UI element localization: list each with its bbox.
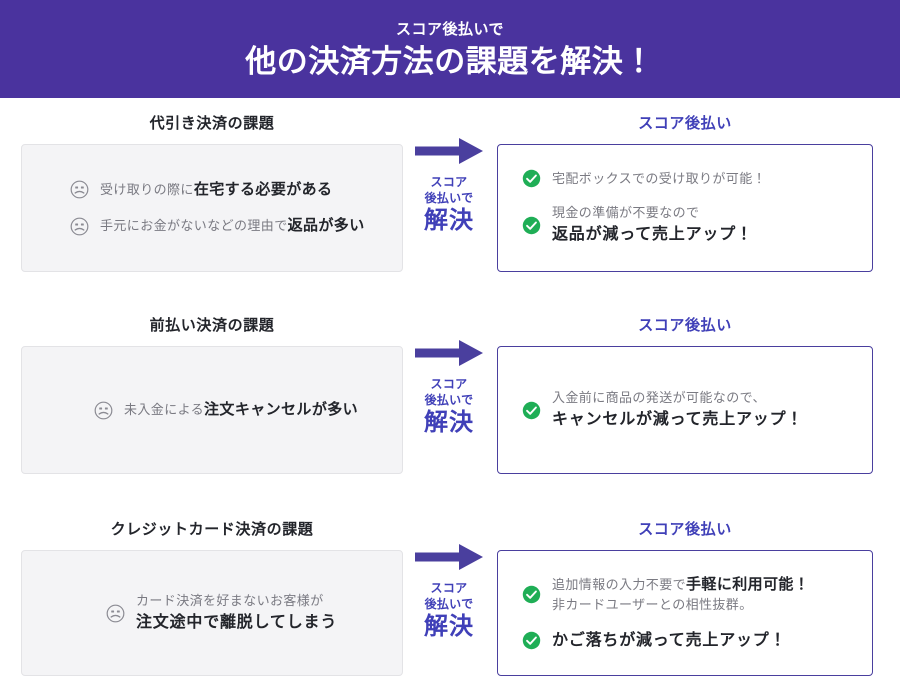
solution-heading: スコア後払い — [638, 521, 732, 538]
text-line: キャンセルが減って売上アップ！ — [552, 410, 804, 428]
list-item: 手元にお金がないなどの理由で返品が多い — [22, 215, 402, 238]
list-item-text: 現金の準備が不要なので 返品が減って売上アップ！ — [552, 204, 753, 246]
check-circle-icon — [522, 216, 541, 235]
solution-box: 入金前に商品の発送が可能なので、 キャンセルが減って売上アップ！ — [497, 346, 873, 474]
list-item: かご落ちが減って売上アップ！ — [498, 629, 872, 652]
solution-box: 宅配ボックスでの受け取りが可能！ 現金の準備が不要なので 返品が減って売上アップ… — [497, 144, 873, 272]
list-item: 宅配ボックスでの受け取りが可能！ — [498, 169, 872, 188]
header-kicker: スコア後払いで — [395, 20, 505, 38]
text-line: 宅配ボックスでの受け取りが可能！ — [552, 170, 767, 186]
check-circle-icon — [522, 585, 541, 604]
connector-label-line2: 後払いで — [424, 393, 474, 408]
list-item-text: 手元にお金がないなどの理由で返品が多い — [100, 215, 365, 238]
check-circle-icon — [522, 401, 541, 419]
connector-label-line2: 後払いで — [424, 597, 474, 612]
connector-solve-text: 解決 — [424, 613, 474, 641]
solution-heading: スコア後払い — [638, 115, 732, 132]
connector-label-line2: 後払いで — [424, 191, 474, 206]
text-line: 非カードユーザーとの相性抜群。 — [552, 597, 753, 613]
connector-column: スコア 後払いで 解決 — [404, 138, 494, 235]
list-item: 入金前に商品の発送が可能なので、 キャンセルが減って売上アップ！ — [498, 389, 872, 431]
list-item-text: カード決済を好まないお客様が 注文途中で離脱してしまう — [136, 592, 337, 634]
arrow-right-icon — [415, 544, 483, 570]
connector-label-line1: スコア — [430, 581, 468, 595]
list-item-text: かご落ちが減って売上アップ！ — [552, 629, 786, 652]
check-circle-icon — [522, 631, 541, 650]
connector-solve-text: 解決 — [424, 207, 474, 235]
list-item: 現金の準備が不要なので 返品が減って売上アップ！ — [498, 204, 872, 246]
list-item: カード決済を好まないお客様が 注文途中で離脱してしまう — [22, 592, 402, 634]
header-banner: スコア後払いで 他の決済方法の課題を解決！ — [0, 0, 900, 98]
text-line: 現金の準備が不要なので — [552, 205, 700, 221]
list-item-text: 受け取りの際に在宅する必要がある — [100, 179, 332, 202]
connector-label: スコア 後払いで — [425, 580, 474, 612]
connector-solve-text: 解決 — [424, 409, 474, 437]
text-line: 入金前に商品の発送が可能なので、 — [552, 389, 766, 405]
solution-box: 追加情報の入力不要で手軽に利用可能！ 非カードユーザーとの相性抜群。 かご落ちが… — [497, 550, 873, 676]
connector-label-line1: スコア — [430, 377, 468, 391]
connector-label: スコア 後払いで — [425, 376, 474, 408]
arrow-right-icon — [415, 138, 483, 164]
arrow-right-icon — [415, 340, 483, 366]
text-line: 受け取りの際に在宅する必要がある — [100, 180, 333, 198]
frowning-face-icon — [106, 604, 125, 622]
text-line: 未入金による注文キャンセルが多い — [124, 400, 359, 418]
page-title: 他の決済方法の課題を解決！ — [245, 43, 655, 79]
text-line: 返品が減って売上アップ！ — [552, 226, 753, 244]
comparison-row-credit-card: クレジットカード決済の課題 スコア後払い カード決済を好まないお客様が 注文途中… — [0, 504, 900, 700]
list-item: 受け取りの際に在宅する必要がある — [22, 179, 402, 202]
list-item-text: 未入金による注文キャンセルが多い — [124, 399, 358, 422]
problem-heading: 代引き決済の課題 — [149, 115, 275, 132]
frowning-face-icon — [70, 217, 89, 236]
text-line: 注文途中で離脱してしまう — [136, 613, 338, 631]
frowning-face-icon — [70, 180, 89, 199]
problem-box: カード決済を好まないお客様が 注文途中で離脱してしまう — [21, 550, 403, 676]
text-line: かご落ちが減って売上アップ！ — [552, 632, 787, 650]
comparison-row-daibiki: 代引き決済の課題 スコア後払い 受け取りの際に在宅する必要がある — [0, 98, 900, 298]
text-line: 追加情報の入力不要で手軽に利用可能！ — [552, 575, 810, 593]
problem-box: 受け取りの際に在宅する必要がある 手元にお金がないなどの理由で返品が多い — [21, 144, 403, 272]
list-item: 未入金による注文キャンセルが多い — [22, 399, 402, 422]
comparison-row-maebarai: 前払い決済の課題 スコア後払い 未入金による注文キャンセルが多い スコア — [0, 300, 900, 502]
list-item-text: 宅配ボックスでの受け取りが可能！ — [552, 170, 766, 189]
list-item-text: 追加情報の入力不要で手軽に利用可能！ 非カードユーザーとの相性抜群。 — [552, 574, 809, 615]
problem-heading: 前払い決済の課題 — [149, 317, 275, 334]
list-item-text: 入金前に商品の発送が可能なので、 キャンセルが減って売上アップ！ — [552, 389, 803, 431]
list-item: 追加情報の入力不要で手軽に利用可能！ 非カードユーザーとの相性抜群。 — [498, 574, 872, 615]
connector-column: スコア 後払いで 解決 — [404, 544, 494, 641]
connector-label: スコア 後払いで — [425, 174, 474, 206]
text-line: カード決済を好まないお客様が — [136, 592, 324, 608]
connector-column: スコア 後払いで 解決 — [404, 340, 494, 437]
frowning-face-icon — [94, 401, 113, 419]
solution-heading: スコア後払い — [638, 317, 732, 334]
text-line: 手元にお金がないなどの理由で返品が多い — [100, 217, 365, 234]
problem-heading: クレジットカード決済の課題 — [110, 521, 314, 538]
connector-label-line1: スコア — [430, 175, 468, 189]
problem-box: 未入金による注文キャンセルが多い — [21, 346, 403, 474]
check-circle-icon — [522, 170, 541, 188]
